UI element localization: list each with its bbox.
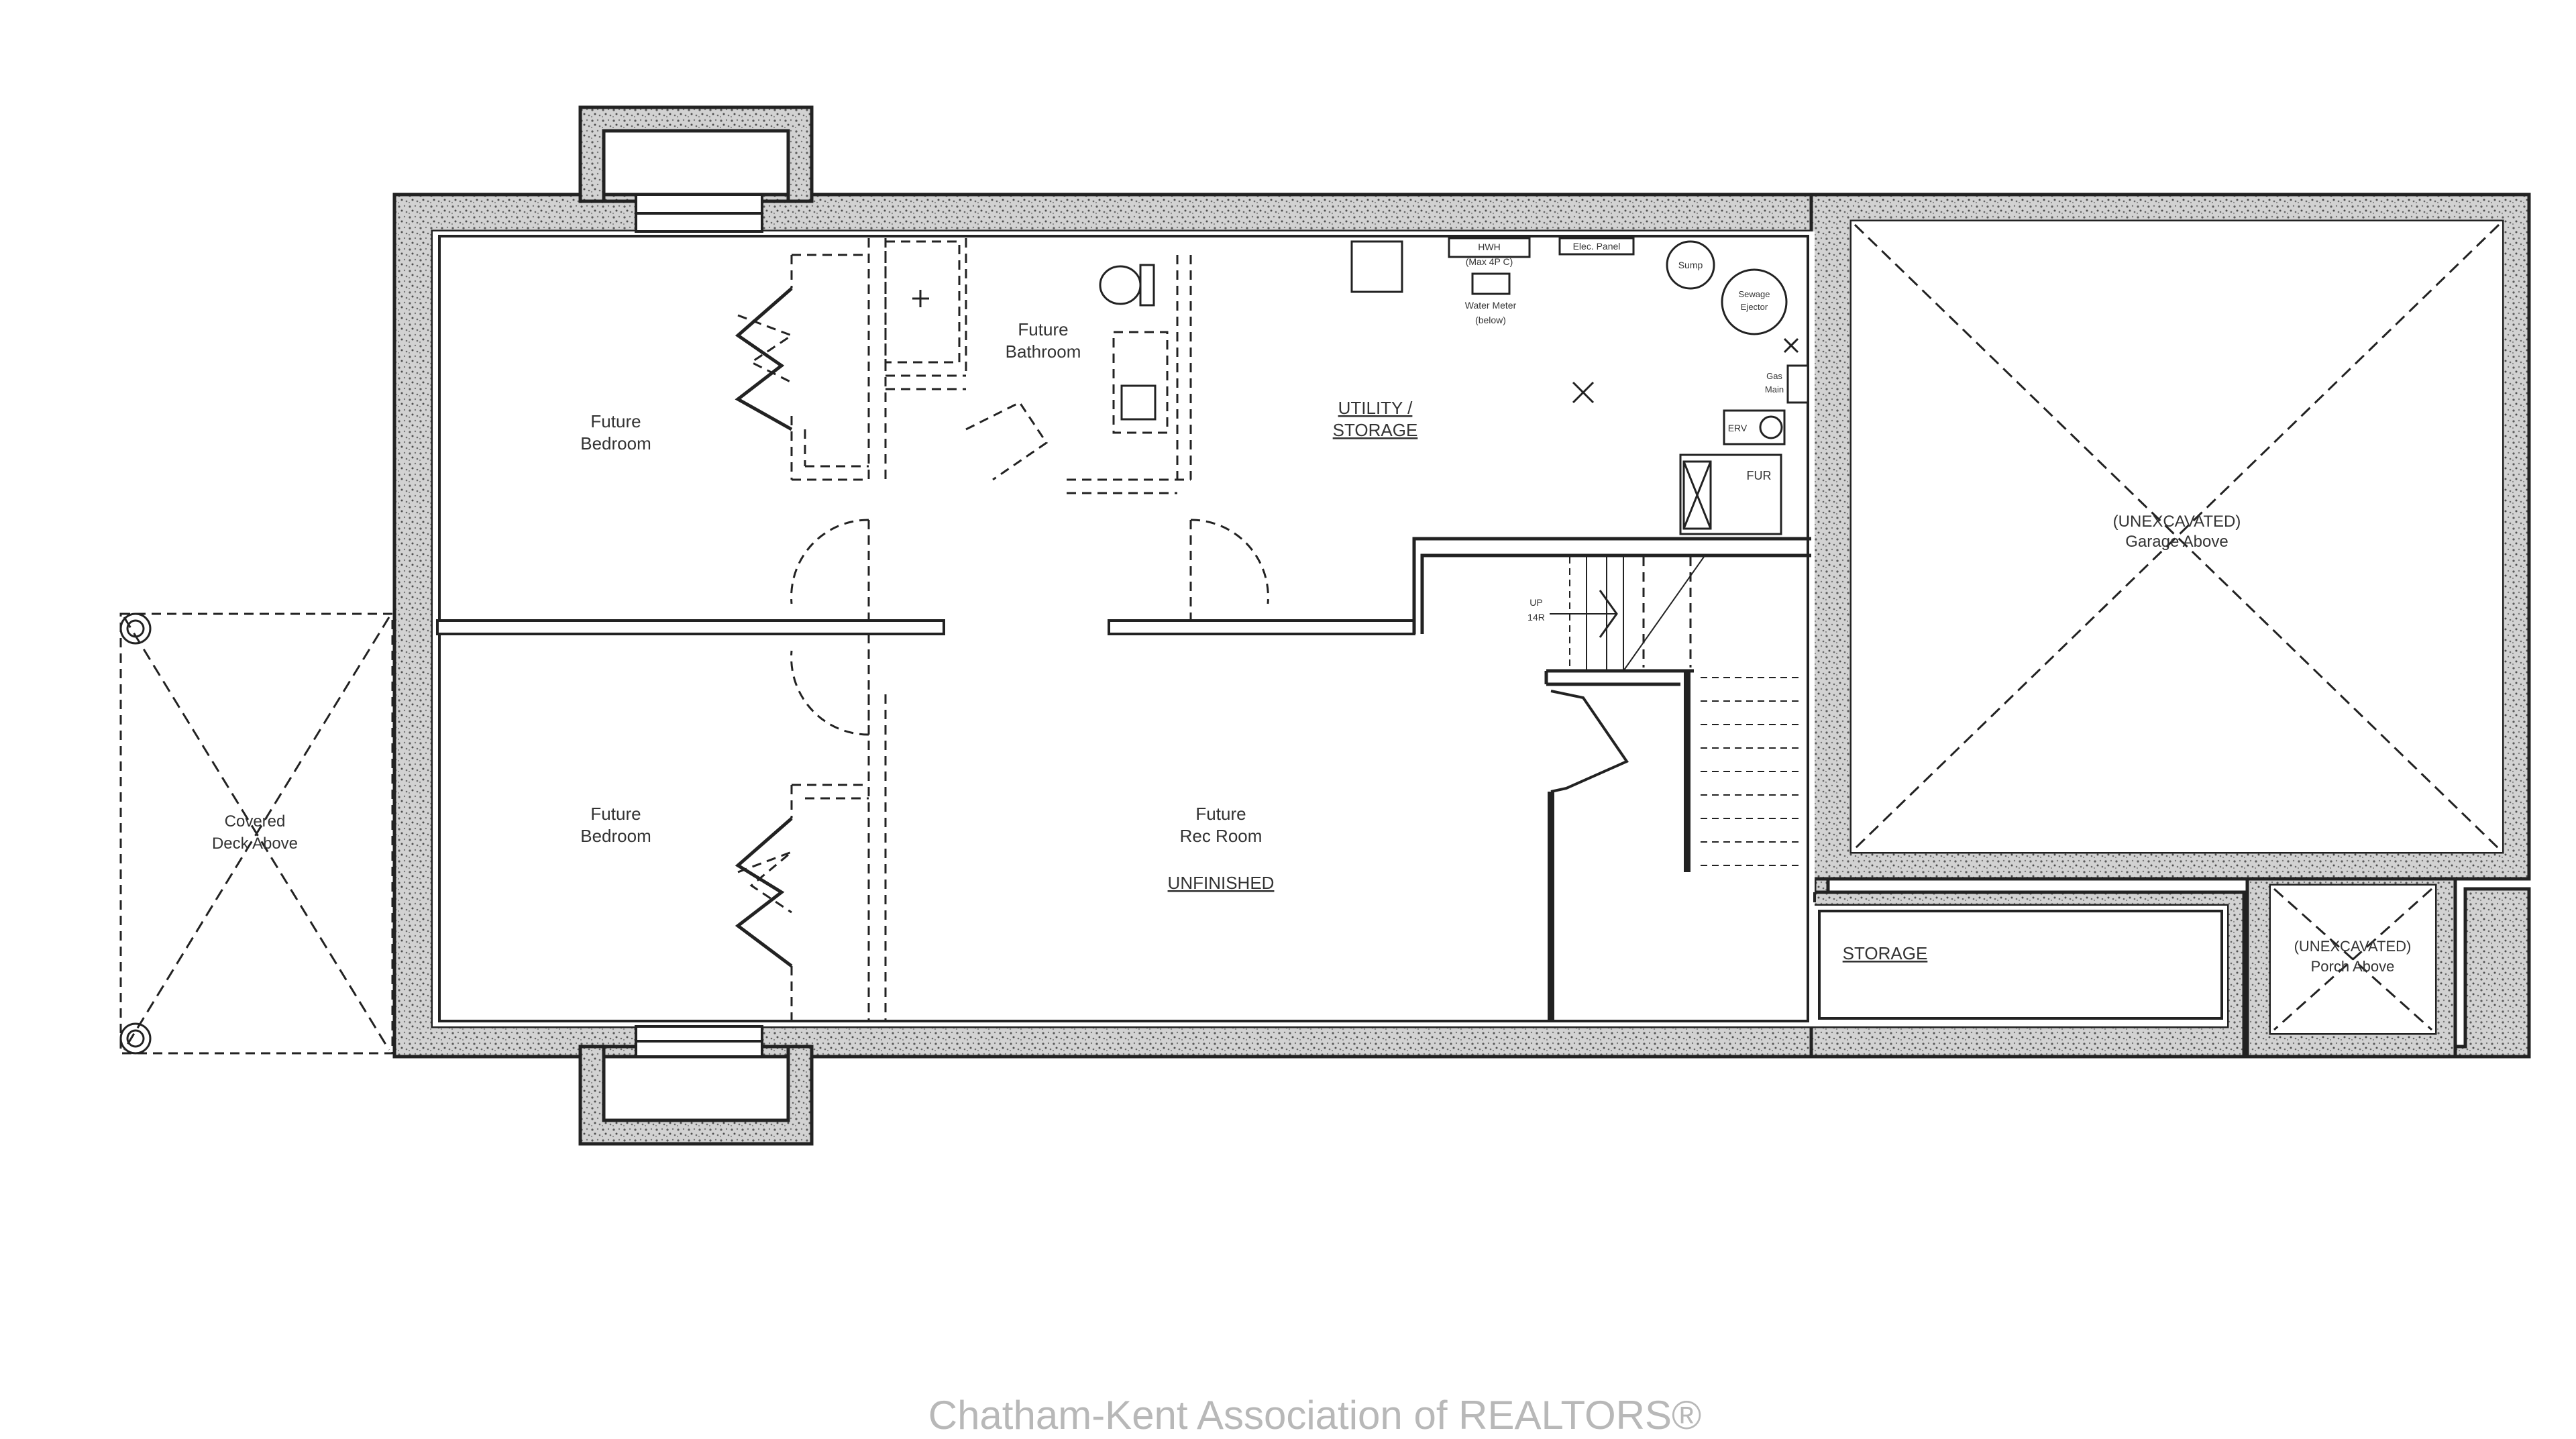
label-garage-2: Garage Above (2125, 533, 2228, 551)
sump-icon (1666, 240, 1715, 290)
windows (635, 193, 763, 1058)
window-well-bottom (578, 1045, 814, 1146)
water-meter-box (1471, 272, 1511, 295)
label-bathroom-1: Future (1018, 319, 1068, 339)
above-markers (123, 223, 2500, 1051)
gas-main-box (1786, 364, 1809, 404)
label-hwh-1: HWH (1478, 242, 1500, 252)
label-rec-room-2: Rec Room (1180, 826, 1263, 846)
label-stairs-count: 14R (1527, 612, 1545, 623)
label-porch-1: (UNEXCAVATED) (2294, 938, 2412, 955)
label-sewage-1: Sewage (1739, 289, 1770, 299)
label-utility-1: UTILITY / (1338, 398, 1413, 418)
fixture-labels: HWH (Max 4P C) Elec. Panel Sump Sewage E… (1465, 241, 1784, 623)
label-bathroom-2: Bathroom (1006, 341, 1081, 362)
label-deck-1: Covered (225, 812, 286, 831)
label-deck-2: Deck Above (212, 835, 298, 853)
fixtures (119, 237, 1809, 1055)
door-swings (737, 314, 1269, 914)
label-water-meter-1: Water Meter (1465, 300, 1517, 311)
label-gas-2: Main (1765, 384, 1784, 394)
interior-walls (436, 235, 2223, 1022)
label-bedroom-bottom-1: Future (590, 804, 641, 824)
closet-doors (735, 287, 793, 967)
foundation-walls (392, 105, 2531, 1146)
label-water-meter-2: (below) (1475, 315, 1506, 325)
label-bedroom-top-1: Future (590, 411, 641, 431)
elec-panel-box (1558, 237, 1635, 256)
label-rec-room-1: Future (1195, 804, 1246, 824)
label-hwh-2: (Max 4P C) (1466, 256, 1513, 267)
label-utility-2: STORAGE (1333, 420, 1418, 440)
laundry-tub-icon (1350, 240, 1403, 293)
label-stairs-up: UP (1529, 597, 1542, 608)
floor-drain-icon (1572, 337, 1799, 404)
toilet-icon (1099, 265, 1142, 305)
label-garage-1: (UNEXCAVATED) (2113, 513, 2241, 531)
room-labels: Future Bedroom Future Bathroom UTILITY /… (212, 319, 2411, 975)
label-unfinished: UNFINISHED (1168, 873, 1275, 893)
label-sump: Sump (1678, 260, 1703, 270)
label-porch-2: Porch Above (2311, 958, 2395, 975)
label-gas-1: Gas (1766, 371, 1782, 381)
sink-icon (1120, 384, 1157, 421)
label-erv: ERV (1728, 423, 1748, 433)
label-sewage-2: Ejector (1741, 302, 1768, 312)
label-bedroom-bottom-2: Bedroom (580, 826, 651, 846)
label-storage: STORAGE (1843, 943, 1928, 963)
stair-door (1550, 690, 1629, 793)
watermark: Chatham-Kent Association of REALTORS® (928, 1393, 1702, 1438)
label-elec-panel: Elec. Panel (1573, 241, 1621, 252)
deck-post-icon (119, 612, 152, 1055)
future-walls (119, 238, 1692, 1055)
label-bedroom-top-2: Bedroom (580, 433, 651, 454)
label-furnace: FUR (1747, 469, 1772, 482)
stairs (1550, 556, 1801, 866)
furnace-box (1679, 454, 1782, 535)
hwh-box (1448, 237, 1531, 258)
window-well-top (578, 105, 814, 203)
sewage-ejector-icon (1721, 268, 1788, 335)
shower-icon (912, 290, 929, 307)
